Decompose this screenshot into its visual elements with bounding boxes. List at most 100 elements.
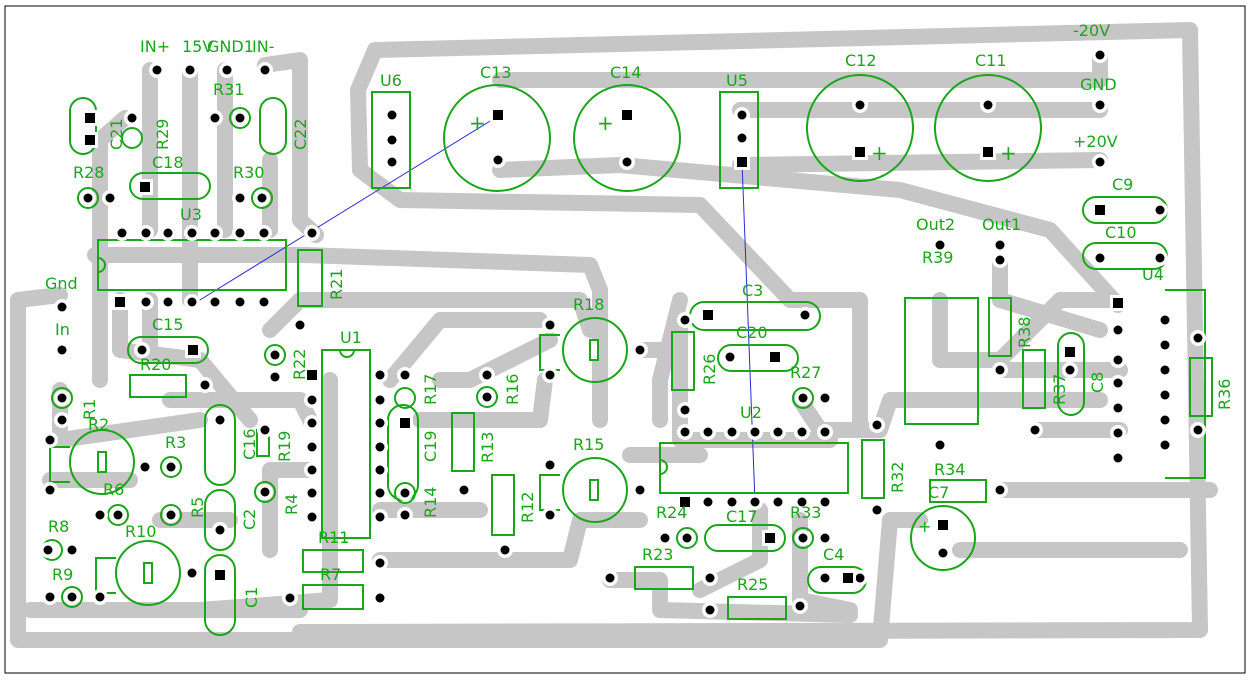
drill-hole xyxy=(235,228,245,238)
r32-outline xyxy=(861,439,885,499)
drill-hole xyxy=(750,497,760,507)
drill-hole xyxy=(95,510,105,520)
label-c22: C22 xyxy=(291,118,310,150)
r11-outline xyxy=(302,549,364,573)
label-u1: U1 xyxy=(340,328,362,347)
drill-hole xyxy=(770,352,780,362)
drill-hole xyxy=(1193,333,1203,343)
drill-hole xyxy=(113,510,123,520)
drill-hole xyxy=(375,488,385,498)
drill-hole xyxy=(1095,50,1105,60)
drill-hole xyxy=(995,485,1005,495)
drill-hole xyxy=(163,297,173,307)
drill-hole xyxy=(45,485,55,495)
drill-hole xyxy=(1065,365,1075,375)
drill-hole xyxy=(995,255,1005,265)
drill-hole xyxy=(1160,440,1170,450)
drill-hole xyxy=(295,320,305,330)
drill-hole xyxy=(635,485,645,495)
label-r20: R20 xyxy=(140,355,171,374)
drill-hole xyxy=(727,427,737,437)
c16-outline xyxy=(204,404,236,486)
label-c7: C7 xyxy=(928,483,949,502)
drill-hole xyxy=(188,345,198,355)
label-c20: C20 xyxy=(736,323,768,342)
label-u3: U3 xyxy=(180,205,202,224)
drill-hole xyxy=(105,193,115,203)
copper-traces xyxy=(10,22,1218,648)
drill-hole xyxy=(375,593,385,603)
drill-hole xyxy=(375,512,385,522)
label-c12: C12 xyxy=(845,51,877,70)
r36-outline xyxy=(1189,357,1213,417)
drill-hole xyxy=(872,505,882,515)
drill-hole xyxy=(375,370,385,380)
drill-hole xyxy=(1113,325,1123,335)
label-r18: R18 xyxy=(573,295,604,314)
c11-outline xyxy=(934,74,1042,182)
label-r22: R22 xyxy=(290,349,309,380)
drill-hole xyxy=(222,65,232,75)
drill-hole xyxy=(545,510,555,520)
plus-c14: + xyxy=(597,111,614,135)
drill-hole xyxy=(820,497,830,507)
drill-hole xyxy=(85,113,95,123)
drill-hole xyxy=(983,100,993,110)
r25-outline xyxy=(727,596,787,620)
plus-c13: + xyxy=(469,111,486,135)
drill-hole xyxy=(307,442,317,452)
label-r29: R29 xyxy=(153,119,172,150)
label-r39: R39 xyxy=(922,248,953,267)
label-gnd: GND xyxy=(1080,75,1117,94)
label-r4: R4 xyxy=(282,494,301,515)
drill-hole xyxy=(795,601,805,611)
drill-hole xyxy=(820,427,830,437)
label-in-minus: IN- xyxy=(252,37,274,56)
label-r15: R15 xyxy=(573,435,604,454)
drill-hole xyxy=(935,440,945,450)
drill-hole xyxy=(400,418,410,428)
drill-hole xyxy=(187,568,197,578)
drill-hole xyxy=(257,193,267,203)
label-r21: R21 xyxy=(327,269,346,300)
r26-outline xyxy=(671,331,695,391)
label-r10: R10 xyxy=(125,522,156,541)
label-r23: R23 xyxy=(642,545,673,564)
label-r14: R14 xyxy=(421,487,440,518)
drill-hole xyxy=(1113,355,1123,365)
drill-hole xyxy=(1113,453,1123,463)
c17-outline xyxy=(704,524,786,552)
label-gnd-left: Gnd xyxy=(45,274,78,293)
drill-hole xyxy=(400,488,410,498)
drill-hole xyxy=(140,182,150,192)
label-r27: R27 xyxy=(790,363,821,382)
label-in-left: In xyxy=(55,320,70,339)
drill-hole xyxy=(680,427,690,437)
drill-hole xyxy=(375,465,385,475)
drill-hole xyxy=(727,497,737,507)
drill-hole xyxy=(235,113,245,123)
label-r11: R11 xyxy=(318,528,349,547)
drill-hole xyxy=(797,427,807,437)
label-c13: C13 xyxy=(480,63,512,82)
r12-outline xyxy=(491,474,515,536)
drill-hole xyxy=(307,395,317,405)
c8-outline xyxy=(1057,332,1085,416)
label-r28: R28 xyxy=(73,163,104,182)
drill-hole xyxy=(215,415,225,425)
label-out1: Out1 xyxy=(982,215,1021,234)
drill-hole xyxy=(705,605,715,615)
label-r37: R37 xyxy=(1050,374,1069,405)
drill-hole xyxy=(307,465,317,475)
drill-hole xyxy=(737,110,747,120)
drill-hole xyxy=(545,320,555,330)
label-r9: R9 xyxy=(52,565,73,584)
label-r25: R25 xyxy=(737,575,768,594)
drill-hole xyxy=(57,345,67,355)
drill-hole xyxy=(215,570,225,580)
label-u6: U6 xyxy=(380,71,402,90)
label-c1: C1 xyxy=(242,587,261,608)
r2-outline xyxy=(69,429,135,495)
label-r36: R36 xyxy=(1215,379,1234,410)
